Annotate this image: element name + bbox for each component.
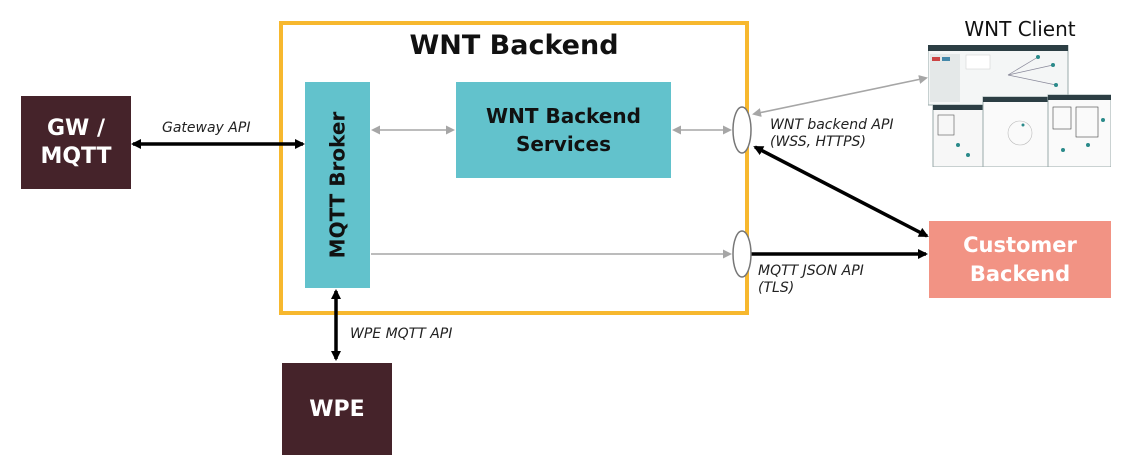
wpe-label: WPE <box>309 396 365 422</box>
wnt-backend-services-box: WNT Backend Services <box>456 82 671 178</box>
wpe-box: WPE <box>282 363 392 455</box>
mqtt-json-port <box>732 230 752 278</box>
gw-mqtt-label: GW / MQTT <box>40 115 112 169</box>
customer-backend-label: Customer Backend <box>963 232 1077 286</box>
port-customer-arrow <box>753 145 929 238</box>
mqtt-broker-box: MQTT Broker <box>305 82 370 288</box>
wnt-backend-api-label: WNT backend API (WSS, HTTPS) <box>770 117 894 150</box>
services-label: WNT Backend Services <box>486 104 641 156</box>
wnt-api-port <box>732 106 752 154</box>
customer-backend-box: Customer Backend <box>929 221 1111 298</box>
port-client-arrow <box>752 75 928 117</box>
wpe-mqtt-api-label: WPE MQTT API <box>350 326 453 342</box>
wnt-client-screenshot <box>928 45 1111 167</box>
gateway-api-label: Gateway API <box>162 120 251 136</box>
wnt-client-title: WNT Client <box>964 17 1076 41</box>
backend-title: WNT Backend <box>409 30 619 61</box>
mqtt-json-api-label: MQTT JSON API (TLS) <box>758 263 864 296</box>
wnt-backend-frame <box>279 21 749 315</box>
gw-mqtt-box: GW / MQTT <box>21 96 131 189</box>
